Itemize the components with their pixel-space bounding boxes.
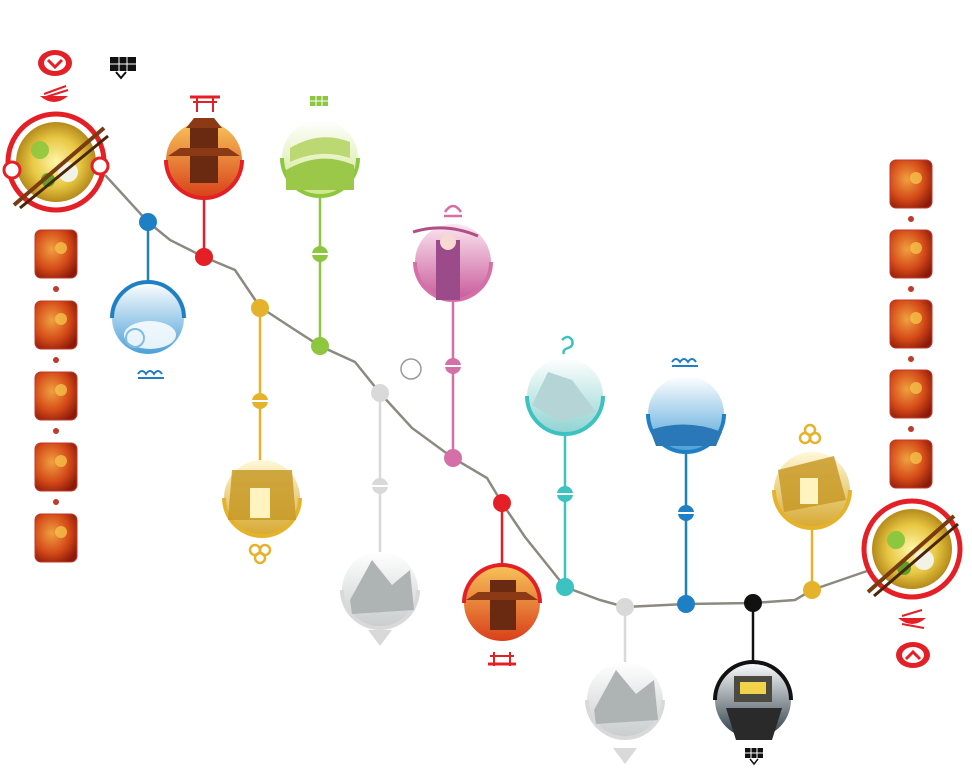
blossom-icon [910, 312, 922, 324]
journey-path [104, 174, 871, 609]
mountain-peak-icon [613, 748, 637, 764]
station-hot-spring[interactable] [412, 224, 493, 467]
station-mountain-1[interactable] [340, 384, 420, 630]
chevron-down-icon[interactable] [38, 50, 72, 76]
meal-card[interactable] [34, 513, 78, 563]
blossom-icon [910, 452, 922, 464]
station-farm-2[interactable] [772, 452, 852, 599]
meal-card[interactable] [34, 442, 78, 492]
station-temple-1[interactable] [164, 118, 244, 266]
station-lake-1[interactable] [110, 213, 186, 354]
card-separator-dot [908, 426, 914, 432]
blossom-icon [55, 526, 67, 538]
right-inn-cards [889, 159, 933, 489]
meal-card[interactable] [889, 369, 933, 419]
blossom-icon [910, 172, 922, 184]
coins-icon [248, 543, 272, 565]
blossom-icon [910, 242, 922, 254]
card-separator-dot [53, 286, 59, 292]
noodle-bowl-icon [898, 609, 926, 629]
left-inn-cards [34, 229, 78, 563]
station-mountain-2[interactable] [585, 598, 665, 740]
meal-card[interactable] [34, 371, 78, 421]
blossom-icon [55, 384, 67, 396]
spring-steam-icon [443, 204, 463, 218]
card-separator-dot [53, 428, 59, 434]
station-lake-2[interactable] [646, 376, 726, 613]
blossom-icon [55, 242, 67, 254]
panorama-icon [110, 57, 136, 80]
empty-marker[interactable] [400, 358, 422, 380]
card-separator-dot [53, 357, 59, 363]
rice-field-icon [310, 96, 328, 106]
wave-icon [137, 370, 164, 379]
start-inn[interactable] [2, 111, 110, 213]
station-farm-1[interactable] [222, 299, 302, 538]
card-separator-dot [908, 356, 914, 362]
card-separator-dot [53, 499, 59, 505]
torii-icon [488, 652, 516, 666]
chevron-up-icon[interactable] [896, 642, 930, 668]
torii-icon [190, 95, 220, 112]
end-inn[interactable] [861, 498, 963, 600]
wave-icon [671, 358, 698, 367]
card-separator-dot [908, 216, 914, 222]
blossom-icon [910, 382, 922, 394]
meal-card[interactable] [889, 439, 933, 489]
station-temple-2[interactable] [462, 494, 542, 641]
panorama-icon [745, 748, 763, 766]
coins-icon [798, 423, 822, 445]
meal-card[interactable] [889, 159, 933, 209]
meal-card[interactable] [889, 229, 933, 279]
noodle-bowl-icon [40, 85, 69, 102]
meal-card[interactable] [889, 299, 933, 349]
card-separator-dot [908, 286, 914, 292]
station-rocks[interactable] [525, 358, 605, 596]
meal-card[interactable] [34, 229, 78, 279]
mountain-peak-icon [368, 630, 392, 646]
station-house[interactable] [713, 594, 793, 740]
blossom-icon [55, 455, 67, 467]
station-rice-1[interactable] [280, 120, 360, 355]
meal-card[interactable] [34, 300, 78, 350]
swirl-icon [561, 335, 574, 355]
blossom-icon [55, 313, 67, 325]
